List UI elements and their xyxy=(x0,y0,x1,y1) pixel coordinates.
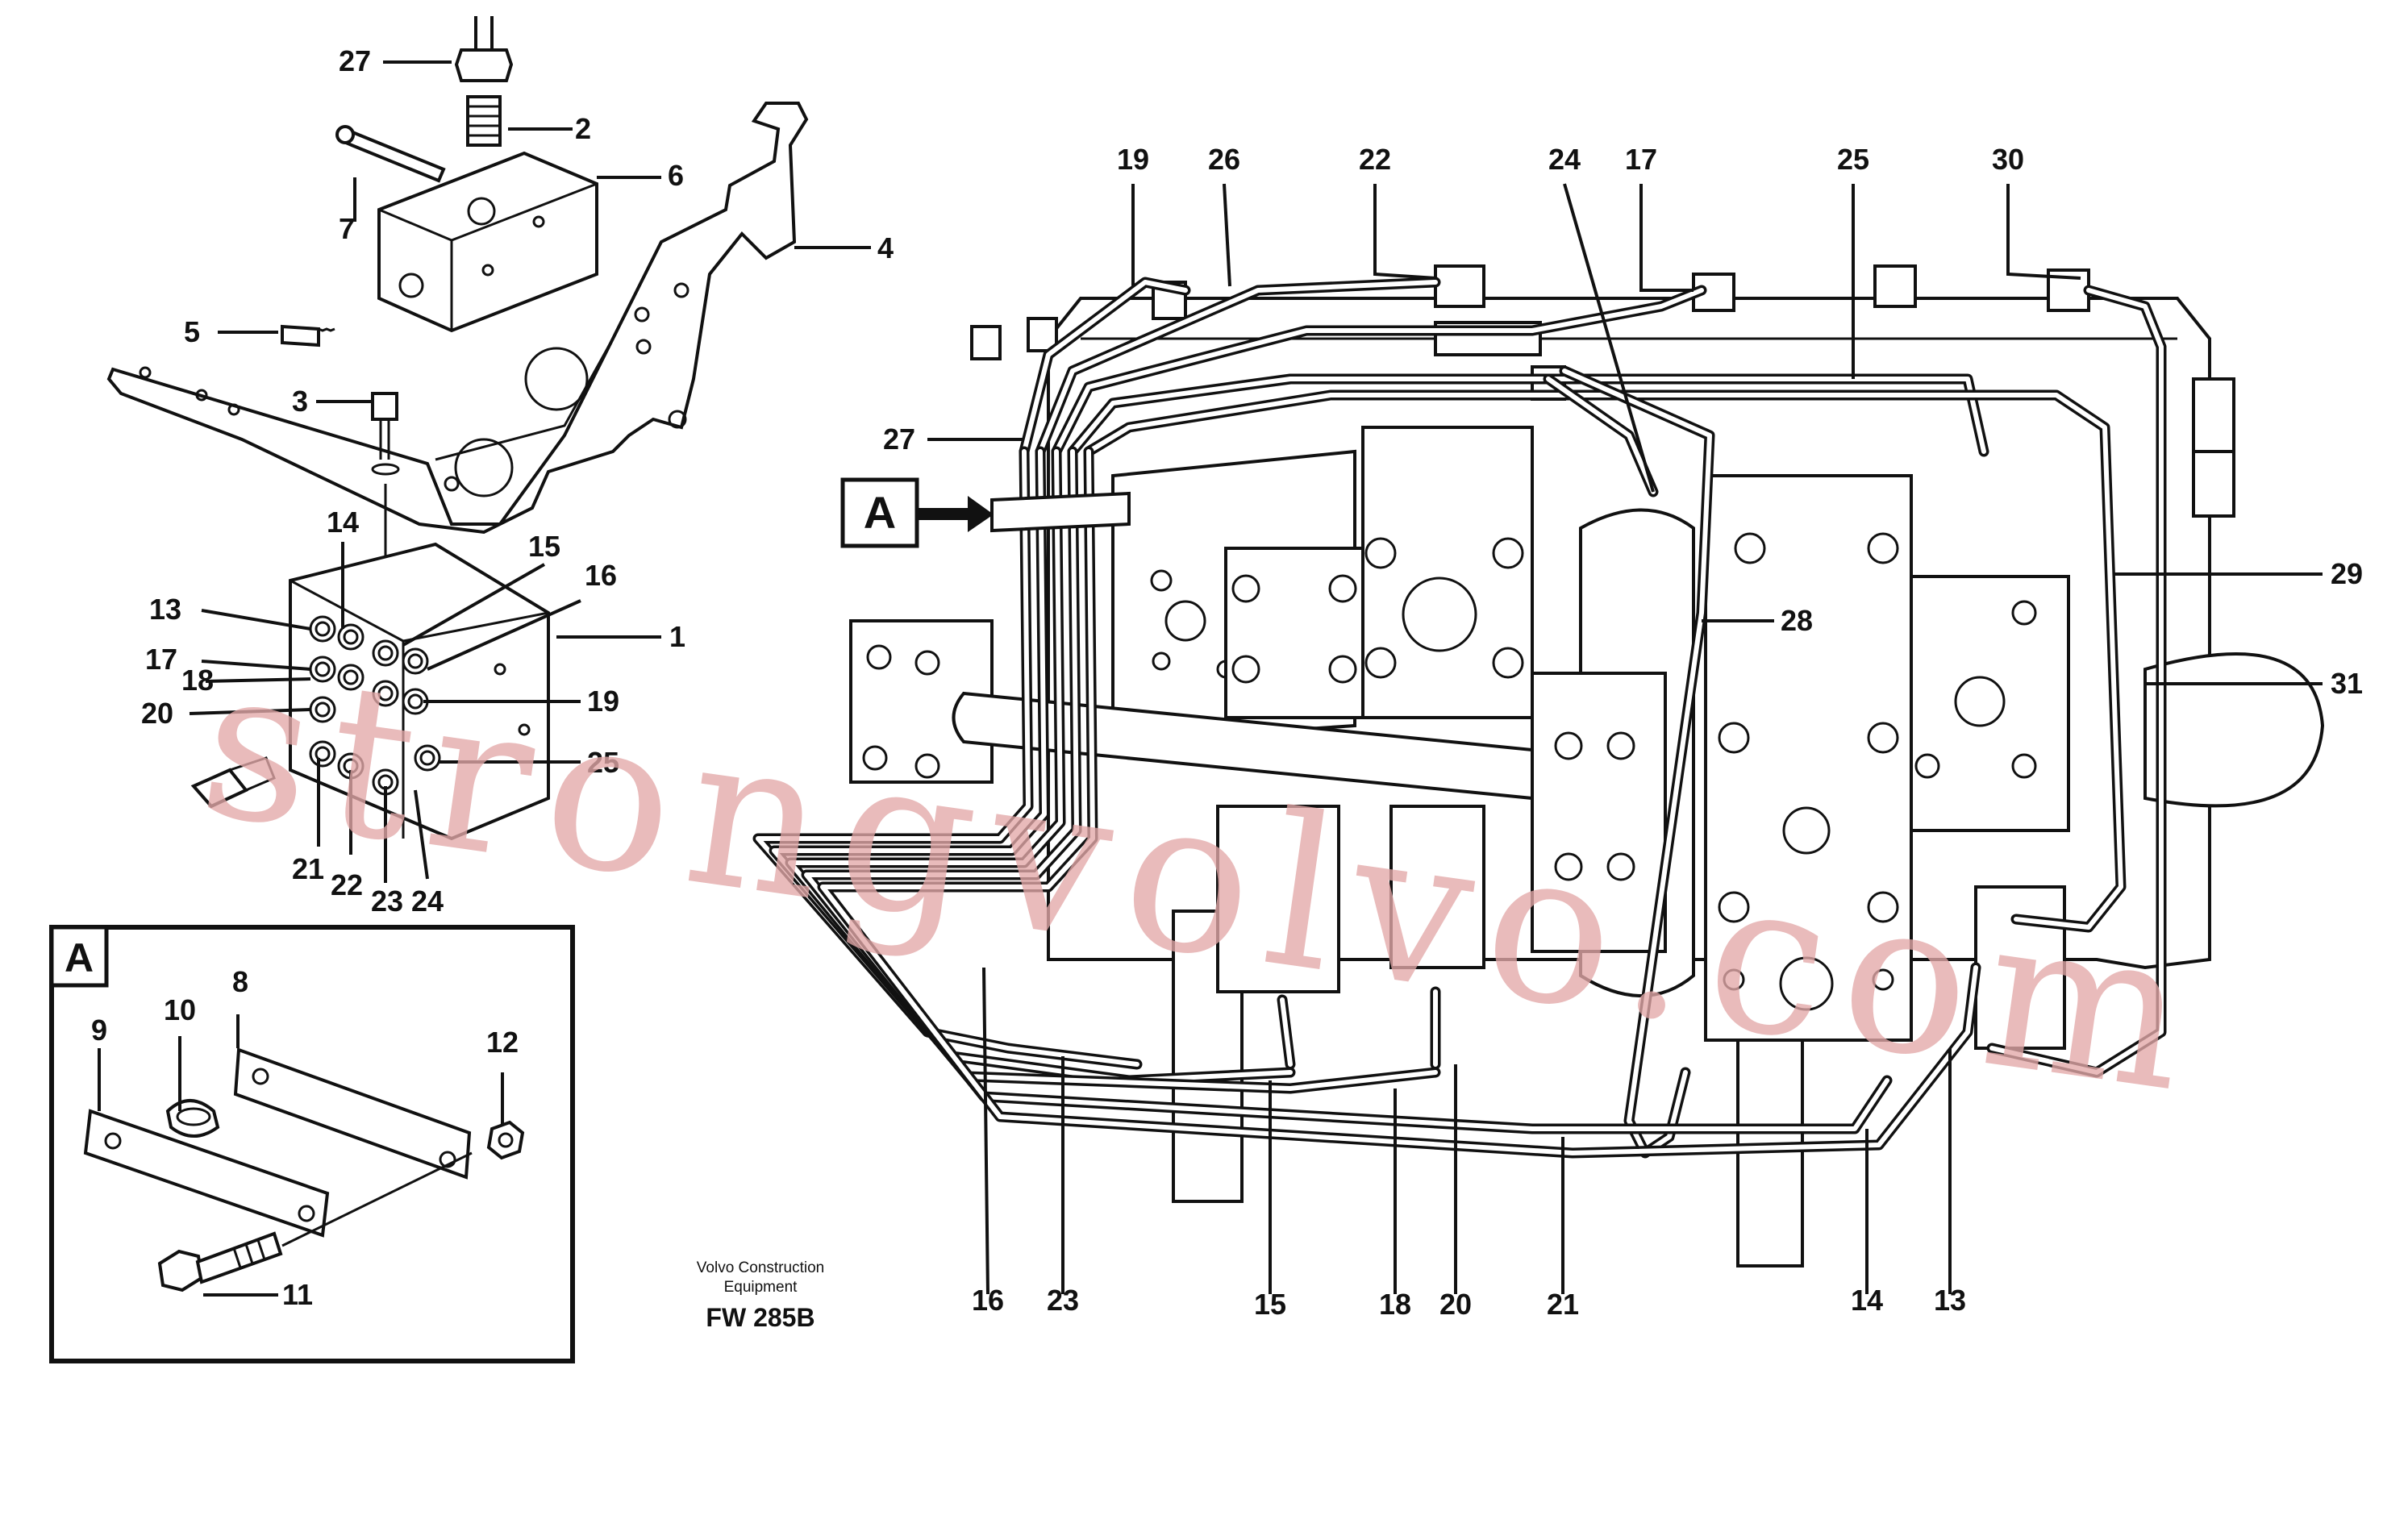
callout-label: 18 xyxy=(181,664,214,697)
bracket-assembly xyxy=(106,16,809,841)
callout-label: 21 xyxy=(1547,1288,1579,1321)
callout-label: 16 xyxy=(585,559,617,592)
hydraulic-pipes xyxy=(752,277,2167,1159)
caption-line2: Equipment xyxy=(724,1279,798,1296)
callout-label: 30 xyxy=(1992,143,2024,176)
callout-label: 19 xyxy=(1117,143,1149,176)
callout-labels: 27 2 7 6 4 5 3 14 15 16 13 17 18 20 19 2… xyxy=(91,44,2363,1321)
callout-label: 24 xyxy=(411,885,444,918)
callout-label: 23 xyxy=(371,885,403,918)
callout-label: 13 xyxy=(1934,1284,1966,1317)
callout-label: 5 xyxy=(184,315,200,348)
callout-label: 8 xyxy=(232,965,248,998)
callout-label: 15 xyxy=(1254,1288,1286,1321)
caption-code: FW 285B xyxy=(706,1303,814,1332)
callout-label: 31 xyxy=(2331,667,2363,700)
callout-label: 3 xyxy=(292,385,308,418)
callout-label: 28 xyxy=(1781,604,1813,637)
callout-label: 22 xyxy=(1359,143,1391,176)
callout-label: 20 xyxy=(1439,1288,1472,1321)
callout-label: 6 xyxy=(668,159,684,192)
callout-label: 17 xyxy=(1625,143,1657,176)
callout-label: 16 xyxy=(972,1284,1004,1317)
callout-label: 24 xyxy=(1548,143,1581,176)
callout-label: 14 xyxy=(327,506,359,539)
callout-label: 7 xyxy=(339,212,355,245)
detail-box-label: A xyxy=(65,935,94,980)
callout-label: 11 xyxy=(282,1278,313,1311)
callout-label: 21 xyxy=(292,852,324,885)
callout-label: 2 xyxy=(575,112,591,145)
caption-line1: Volvo Construction xyxy=(697,1259,824,1276)
callout-label: 23 xyxy=(1047,1284,1079,1317)
callout-label: 19 xyxy=(587,685,619,718)
callout-label: 12 xyxy=(486,1026,519,1059)
callout-label: 22 xyxy=(331,868,363,901)
callout-label: 25 xyxy=(1837,143,1869,176)
callout-label: 14 xyxy=(1851,1284,1883,1317)
left-leaders xyxy=(189,60,871,883)
callout-label: 17 xyxy=(145,643,177,676)
right-leaders xyxy=(927,183,2323,1295)
callout-label: 18 xyxy=(1379,1288,1411,1321)
callout-label: 15 xyxy=(528,530,560,563)
callout-label: 27 xyxy=(883,423,915,456)
callout-label: 1 xyxy=(669,620,685,653)
callout-label: 9 xyxy=(91,1014,107,1047)
drawing-caption: Volvo Construction Equipment FW 285B xyxy=(697,1259,824,1332)
valve-assembly xyxy=(752,264,2325,1268)
callout-label: 4 xyxy=(877,231,894,264)
callout-label: 13 xyxy=(149,593,181,626)
callout-label: 20 xyxy=(141,697,173,730)
callout-label: 29 xyxy=(2331,557,2363,590)
view-marker-label: A xyxy=(864,487,896,538)
detail-box-a xyxy=(49,925,575,1363)
callout-label: 27 xyxy=(339,44,371,77)
callout-label: 26 xyxy=(1208,143,1240,176)
callout-label: 25 xyxy=(587,746,619,779)
callout-label: 10 xyxy=(164,993,196,1026)
